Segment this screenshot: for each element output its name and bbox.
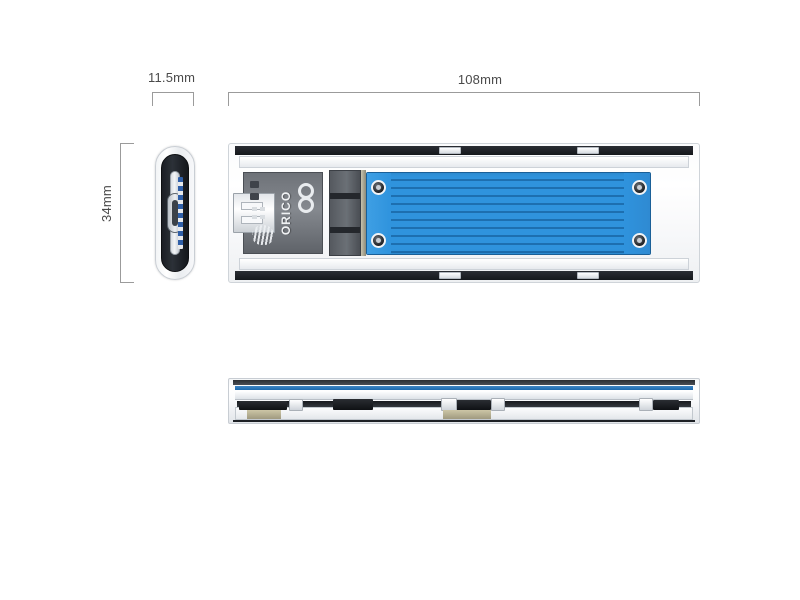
m2-slot-notch [330, 193, 360, 199]
pcb-pad [260, 207, 265, 211]
end-view-inner-body [161, 154, 189, 272]
pcb-pad [252, 207, 257, 211]
dimension-bracket-height [120, 143, 134, 283]
screw-icon [371, 233, 386, 248]
heatsink [366, 172, 651, 255]
side-view-foot-line [233, 420, 695, 422]
end-view [155, 146, 195, 280]
shell-clip [577, 272, 599, 279]
end-view-shell [155, 146, 195, 280]
pcb-board: ORICO [233, 172, 323, 254]
side-view-top-cap [233, 380, 695, 385]
dimension-label-height: 34mm [98, 185, 114, 222]
brand-label: ORICO [278, 190, 293, 236]
m2-slot [329, 170, 361, 256]
screw-icon [632, 233, 647, 248]
top-rail [239, 156, 689, 168]
shell-clip [439, 272, 461, 279]
m2-slot-notch [330, 227, 360, 233]
shell-clip [577, 147, 599, 154]
dimension-label-length: 108mm [457, 72, 503, 87]
side-view-clip [289, 399, 303, 411]
screw-icon [371, 180, 386, 195]
bottom-bezel [235, 271, 693, 280]
side-view-clear-shell [235, 391, 693, 400]
side-view-blue-stripe [235, 386, 693, 390]
side-view-clip [491, 398, 505, 411]
side-view-component [653, 400, 679, 410]
side-view-contact [247, 410, 281, 419]
side-view-body [228, 378, 700, 424]
side-view-component [333, 399, 373, 410]
end-view-contact-strip [178, 177, 183, 249]
side-view-contact [443, 410, 491, 419]
pcb-ring-mark [298, 197, 314, 213]
dimension-label-width: 11.5mm [148, 70, 196, 85]
side-view-component [239, 401, 287, 410]
side-view [228, 378, 700, 424]
side-view-component [455, 400, 491, 410]
top-bezel [235, 146, 693, 155]
pcb-chip [250, 193, 259, 200]
screw-icon [632, 180, 647, 195]
bottom-rail [239, 258, 689, 270]
dimension-bracket-width [152, 92, 194, 106]
top-view-shell: ORICO [228, 143, 700, 283]
orico-logo-icon [252, 225, 274, 245]
shell-clip [439, 147, 461, 154]
pcb-edge-connector [361, 170, 366, 256]
top-view: ORICO [228, 143, 700, 283]
pcb-pad [252, 215, 257, 219]
usb-c-connector [233, 193, 275, 233]
pcb-pad [260, 215, 265, 219]
dimension-bracket-length [228, 92, 700, 106]
pcb-chip [250, 181, 259, 188]
side-view-clip [639, 398, 653, 411]
